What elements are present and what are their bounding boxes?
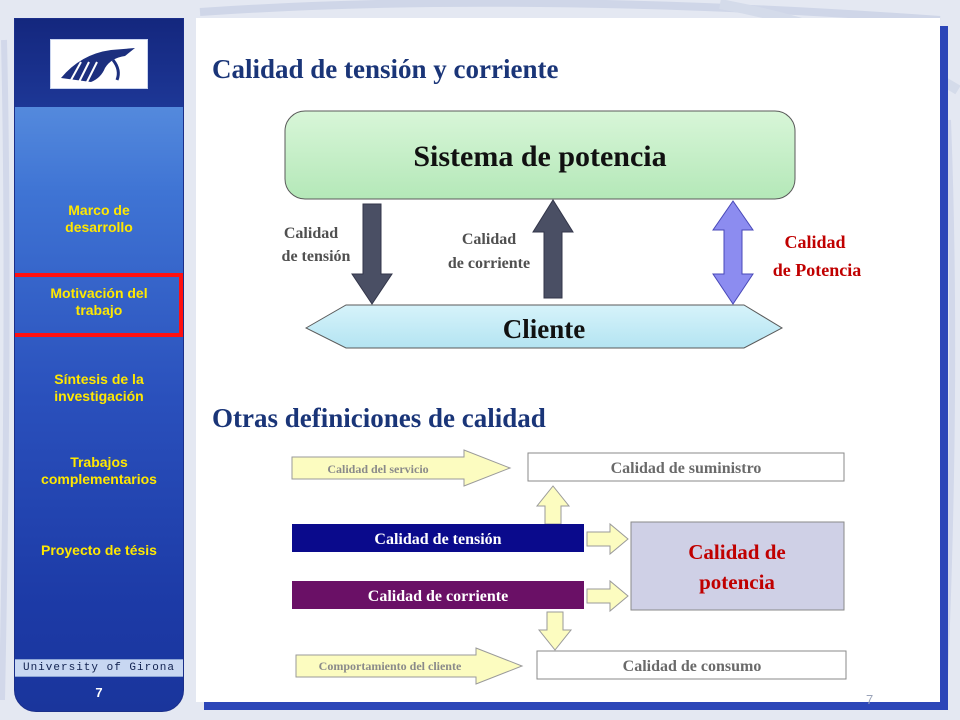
section-title-otras-definiciones: Otras definiciones de calidad	[212, 403, 546, 433]
power-quality-label-2: de Potencia	[773, 260, 861, 280]
client-behavior-label: Comportamiento del cliente	[319, 659, 462, 673]
power-system-box: Sistema de potencia	[284, 110, 796, 200]
service-quality-arrow: Calidad del servicio	[291, 449, 512, 487]
slide-content: Calidad de tensión y corriente Otras def…	[196, 18, 940, 702]
power-quality-box-label-1: Calidad de	[688, 540, 785, 564]
quality-diagram: Sistema de potencia Cliente Calidad de t…	[282, 110, 861, 685]
right-arrow-from-current	[586, 579, 629, 613]
voltage-quality-bar-label: Calidad de tensión	[374, 531, 501, 548]
nav-item-motivacion-del-trabajo[interactable]: Motivación del trabajo	[50, 285, 148, 318]
current-quality-bar-label: Calidad de corriente	[368, 588, 508, 605]
down-arrow-to-consumption	[537, 611, 573, 651]
bird-logo-icon	[61, 48, 135, 83]
service-quality-label: Calidad del servicio	[327, 462, 428, 476]
consumption-quality-box: Calidad de consumo	[536, 650, 847, 680]
power-quality-box: Calidad de potencia	[630, 521, 845, 611]
client-box: Cliente	[304, 304, 784, 349]
sidebar-page-number: 7	[95, 685, 103, 700]
nav-item-sintesis-de-la-investigacion[interactable]: Síntesis de la investigación	[54, 371, 144, 404]
voltage-quality-label-2: de tensión	[282, 248, 351, 265]
power-system-label: Sistema de potencia	[413, 140, 666, 173]
power-quality-label-1: Calidad	[784, 232, 845, 252]
university-name-bar: University of Girona	[15, 659, 183, 677]
voltage-quality-arrow	[351, 203, 393, 305]
nav-item-marco-de-desarrollo[interactable]: Marco de desarrollo	[65, 202, 133, 235]
current-quality-label-2: de corriente	[448, 255, 530, 272]
voltage-quality-bar: Calidad de tensión	[292, 524, 584, 552]
right-arrow-from-voltage	[586, 522, 629, 556]
active-nav-highlight	[15, 273, 183, 337]
current-quality-bar: Calidad de corriente	[292, 581, 584, 609]
power-quality-box-label-2: potencia	[699, 570, 775, 594]
sidebar-navigation: Marco de desarrollo Motivación del traba…	[14, 18, 184, 712]
section-title-tension-corriente: Calidad de tensión y corriente	[212, 54, 559, 84]
power-quality-double-arrow	[712, 200, 754, 305]
voltage-quality-label-1: Calidad	[284, 225, 338, 242]
nav-item-trabajos-complementarios[interactable]: Trabajos complementarios	[41, 454, 157, 487]
university-logo	[50, 39, 148, 89]
current-quality-label-1: Calidad	[462, 231, 516, 248]
slide-page-number: 7	[866, 692, 874, 707]
consumption-quality-label: Calidad de consumo	[623, 658, 762, 675]
client-label: Cliente	[503, 314, 585, 344]
logo-header	[15, 19, 183, 107]
up-arrow-to-supply	[535, 485, 571, 525]
client-behavior-arrow: Comportamiento del cliente	[295, 647, 524, 685]
supply-quality-box: Calidad de suministro	[527, 452, 845, 482]
supply-quality-label: Calidad de suministro	[611, 460, 762, 477]
current-quality-arrow	[532, 199, 574, 299]
nav-item-proyecto-de-tesis[interactable]: Proyecto de tésis	[41, 542, 157, 558]
